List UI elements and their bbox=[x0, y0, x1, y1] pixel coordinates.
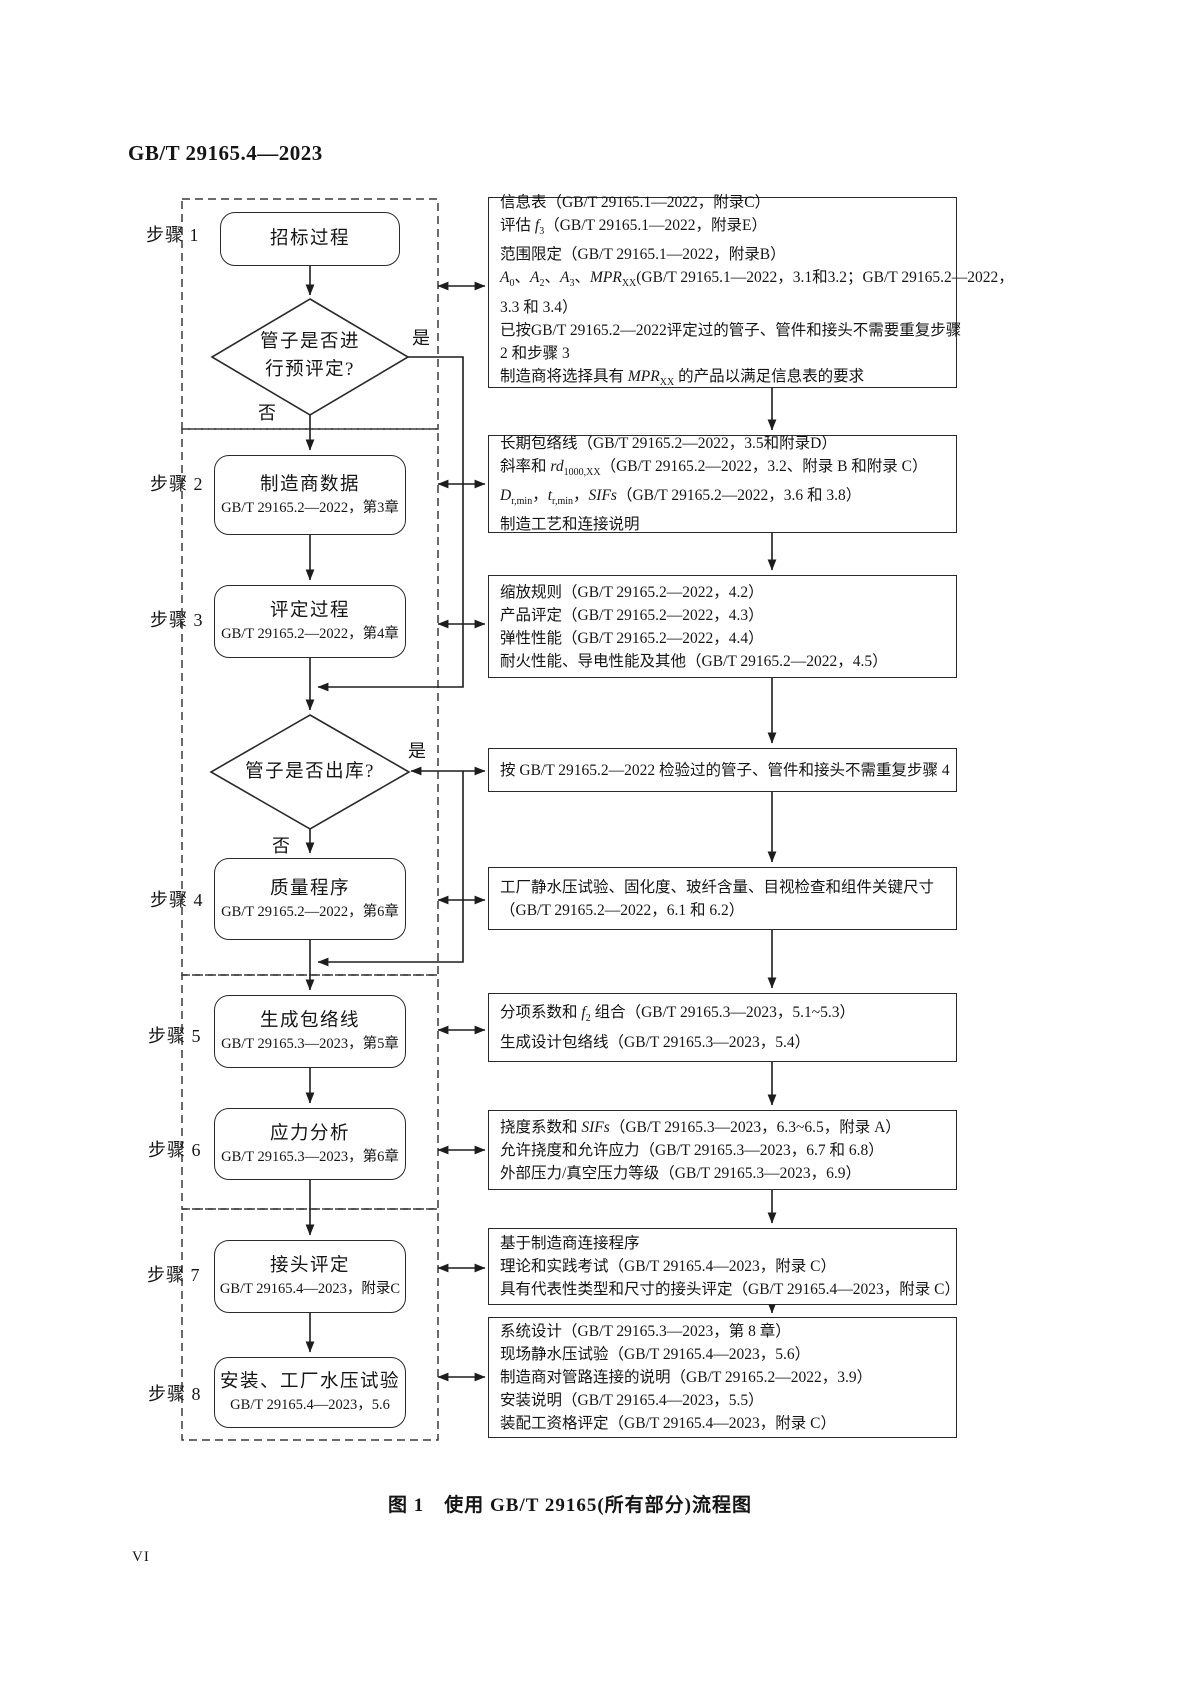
page-number: VI bbox=[132, 1549, 150, 1565]
node-envelope-ref: GB/T 29165.3—2023，第5章 bbox=[221, 1036, 399, 1052]
node-bidding-title: 招标过程 bbox=[269, 229, 350, 249]
decision-prequalify-line2: 行预评定? bbox=[265, 360, 355, 380]
node-quality-program-title: 质量程序 bbox=[269, 878, 350, 899]
step-label-4: 步骤 4 bbox=[150, 890, 204, 910]
decision1-no-label: 否 bbox=[258, 403, 276, 423]
info-line: 系统设计（GB/T 29165.3—2023，第 8 章） bbox=[500, 1323, 791, 1340]
node-manufacturer-data-ref: GB/T 29165.2—2022，第3章 bbox=[221, 499, 399, 516]
bypass-decision1-yes bbox=[317, 356, 464, 692]
info-line: 长期包络线（GB/T 29165.2—2022，3.5和附录D） bbox=[500, 434, 837, 452]
info-box-step5: 分项系数和 f2 组合（GB/T 29165.3—2023，5.1~5.3） 生… bbox=[488, 993, 957, 1062]
step-label-1: 步骤 1 bbox=[146, 225, 200, 245]
decision2-no-label: 否 bbox=[272, 836, 290, 856]
info-box-step1: 信息表（GB/T 29165.1—2022，附录C） 评估 f3（GB/T 29… bbox=[488, 194, 1014, 388]
figure-caption: 图 1 使用 GB/T 29165(所有部分)流程图 bbox=[388, 1495, 752, 1516]
info-box-step7: 基于制造商连接程序 理论和实践考试（GB/T 29165.4—2023，附录 C… bbox=[488, 1228, 960, 1305]
info-line: 信息表（GB/T 29165.1—2022，附录C） bbox=[500, 194, 771, 212]
node-joint-title: 接头评定 bbox=[269, 1256, 350, 1276]
info-line: 评估 f3（GB/T 29165.1—2022，附录E） bbox=[500, 217, 767, 238]
doc-number: GB/T 29165.4—2023 bbox=[128, 141, 323, 165]
decision1-yes-label: 是 bbox=[412, 328, 430, 348]
info-line: 挠度系数和 SIFs（GB/T 29165.3—2023，6.3~6.5，附录 … bbox=[500, 1118, 901, 1136]
info-line: （GB/T 29165.2—2022，6.1 和 6.2） bbox=[500, 901, 745, 919]
info-line: 装配工资格评定（GB/T 29165.4—2023，附录 C） bbox=[500, 1415, 836, 1432]
step-label-2: 步骤 2 bbox=[150, 474, 204, 494]
info-box-step4: 工厂静水压试验、固化度、玻纤含量、目视检查和组件关键尺寸 （GB/T 29165… bbox=[488, 867, 957, 930]
step-label-8: 步骤 8 bbox=[148, 1384, 202, 1404]
info-line: 缩放规则（GB/T 29165.2—2022，4.2） bbox=[500, 583, 764, 601]
info-line: 工厂静水压试验、固化度、玻纤含量、目视检查和组件关键尺寸 bbox=[500, 878, 935, 896]
node-install: 安装、工厂水压试验 GB/T 29165.4—2023，5.6 bbox=[214, 1357, 406, 1428]
info-line: 允许挠度和允许应力（GB/T 29165.3—2023，6.7 和 6.8） bbox=[500, 1141, 884, 1159]
step-label-6: 步骤 6 bbox=[148, 1140, 202, 1160]
decision-prequalify-text: 管子是否进 行预评定? bbox=[220, 328, 400, 384]
info-line: 基于制造商连接程序 bbox=[500, 1235, 640, 1252]
bypass-decision2-yes bbox=[317, 771, 464, 967]
node-install-title: 安装、工厂水压试验 bbox=[219, 1372, 400, 1392]
info-line: 斜率和 rd1000,XX（GB/T 29165.2—2022，3.2、附录 B… bbox=[500, 457, 928, 478]
info-line: 制造工艺和连接说明 bbox=[500, 516, 640, 534]
node-stress-title: 应力分析 bbox=[269, 1123, 350, 1144]
node-quality-program-ref: GB/T 29165.2—2022，第6章 bbox=[221, 903, 399, 920]
info-line: 制造商对管路连接的说明（GB/T 29165.2—2022，3.9） bbox=[500, 1369, 873, 1386]
info-line: 理论和实践考试（GB/T 29165.4—2023，附录 C） bbox=[500, 1258, 836, 1275]
node-bidding: 招标过程 bbox=[220, 212, 400, 266]
info-line: Dr,min，tr,min，SIFs（GB/T 29165.2—2022，3.6… bbox=[500, 487, 862, 508]
node-manufacturer-data-title: 制造商数据 bbox=[259, 474, 360, 495]
info-line: 生成设计包络线（GB/T 29165.3—2023，5.4） bbox=[500, 1033, 811, 1051]
info-box-step6: 挠度系数和 SIFs（GB/T 29165.3—2023，6.3~6.5，附录 … bbox=[488, 1110, 957, 1190]
decision-stock-line: 管子是否出库? bbox=[245, 762, 375, 782]
info-line: 弹性性能（GB/T 29165.2—2022，4.4） bbox=[500, 629, 764, 647]
info-line: 制造商将选择具有 MPRXX 的产品以满足信息表的要求 bbox=[500, 367, 865, 388]
node-qualification-title: 评定过程 bbox=[269, 601, 350, 621]
node-joint-ref: GB/T 29165.4—2023，附录C bbox=[219, 1281, 401, 1297]
info-line: 安装说明（GB/T 29165.4—2023，5.5） bbox=[500, 1392, 764, 1409]
info-box-skip-step4: 按 GB/T 29165.2—2022 检验过的管子、管件和接头不需重复步骤 4 bbox=[488, 748, 957, 792]
decision2-yes-label: 是 bbox=[408, 741, 426, 761]
node-quality-program: 质量程序 GB/T 29165.2—2022，第6章 bbox=[214, 858, 406, 940]
node-stress: 应力分析 GB/T 29165.3—2023，第6章 bbox=[214, 1108, 406, 1180]
node-stress-ref: GB/T 29165.3—2023，第6章 bbox=[221, 1148, 399, 1165]
info-line: 具有代表性类型和尺寸的接头评定（GB/T 29165.4—2023，附录 C） bbox=[500, 1281, 960, 1298]
decision-stock-text: 管子是否出库? bbox=[210, 758, 410, 786]
node-joint: 接头评定 GB/T 29165.4—2023，附录C bbox=[214, 1240, 406, 1313]
node-qualification-ref: GB/T 29165.2—2022，第4章 bbox=[221, 626, 399, 642]
node-envelope: 生成包络线 GB/T 29165.3—2023，第5章 bbox=[214, 995, 406, 1068]
node-qualification: 评定过程 GB/T 29165.2—2022，第4章 bbox=[214, 585, 406, 658]
step-label-7: 步骤 7 bbox=[147, 1265, 201, 1285]
node-envelope-title: 生成包络线 bbox=[259, 1011, 360, 1031]
info-line: 耐火性能、导电性能及其他（GB/T 29165.2—2022，4.5） bbox=[500, 652, 888, 670]
info-line: 分项系数和 f2 组合（GB/T 29165.3—2023，5.1~5.3） bbox=[500, 1004, 855, 1025]
decision-prequalify-line1: 管子是否进 bbox=[259, 332, 360, 352]
group-steps7-8-frame bbox=[181, 1208, 439, 1441]
info-line: 外部压力/真空压力等级（GB/T 29165.3—2023，6.9） bbox=[500, 1164, 861, 1182]
info-box-step2: 长期包络线（GB/T 29165.2—2022，3.5和附录D） 斜率和 rd1… bbox=[488, 435, 957, 533]
info-line: 产品评定（GB/T 29165.2—2022，4.3） bbox=[500, 606, 764, 624]
info-line: 按 GB/T 29165.2—2022 检验过的管子、管件和接头不需重复步骤 4 bbox=[500, 761, 950, 779]
step-label-3: 步骤 3 bbox=[150, 610, 204, 630]
info-line: 现场静水压试验（GB/T 29165.4—2023，5.6） bbox=[500, 1346, 811, 1363]
info-line: 范围限定（GB/T 29165.1—2022，附录B） bbox=[500, 246, 786, 264]
info-box-step8: 系统设计（GB/T 29165.3—2023，第 8 章） 现场静水压试验（GB… bbox=[488, 1317, 957, 1438]
node-install-ref: GB/T 29165.4—2023，5.6 bbox=[230, 1397, 390, 1413]
info-box-step3: 缩放规则（GB/T 29165.2—2022，4.2） 产品评定（GB/T 29… bbox=[488, 575, 957, 678]
info-line: A0、A2、A3、MPRXX(GB/T 29165.1—2022，3.1和3.2… bbox=[500, 269, 1014, 316]
step-label-5: 步骤 5 bbox=[148, 1026, 202, 1046]
flow-connectors bbox=[305, 266, 777, 1382]
node-manufacturer-data: 制造商数据 GB/T 29165.2—2022，第3章 bbox=[214, 455, 406, 535]
